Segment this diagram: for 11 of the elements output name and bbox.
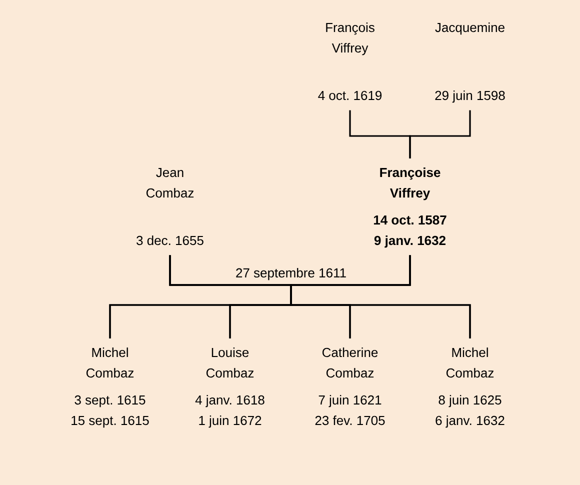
family-line <box>409 110 471 158</box>
person-label: Jean Combaz 3 dec. 1655 <box>136 168 204 246</box>
person-label: Catherine Combaz 7 juin 1621 23 fev. 1705 <box>315 348 385 426</box>
person-label: François Viffrey 4 oct. 1619 <box>318 22 382 100</box>
person-label: Michel Combaz 8 juin 1625 6 janv. 1632 <box>436 348 504 428</box>
person-label: Michel Combaz 3 sept. 1615 15 sept. 1615 <box>72 348 149 428</box>
family-line <box>290 255 471 338</box>
person-label: Louise Combaz 4 janv. 1618 1 juin 1672 <box>195 348 264 428</box>
person-label: Françoise Viffrey 14 oct. 1587 9 janv. 1632 <box>374 168 446 248</box>
person-label: Jacquemine 29 juin 1598 <box>435 22 505 103</box>
marriage-date: 27 septembre 1611 <box>236 268 346 280</box>
